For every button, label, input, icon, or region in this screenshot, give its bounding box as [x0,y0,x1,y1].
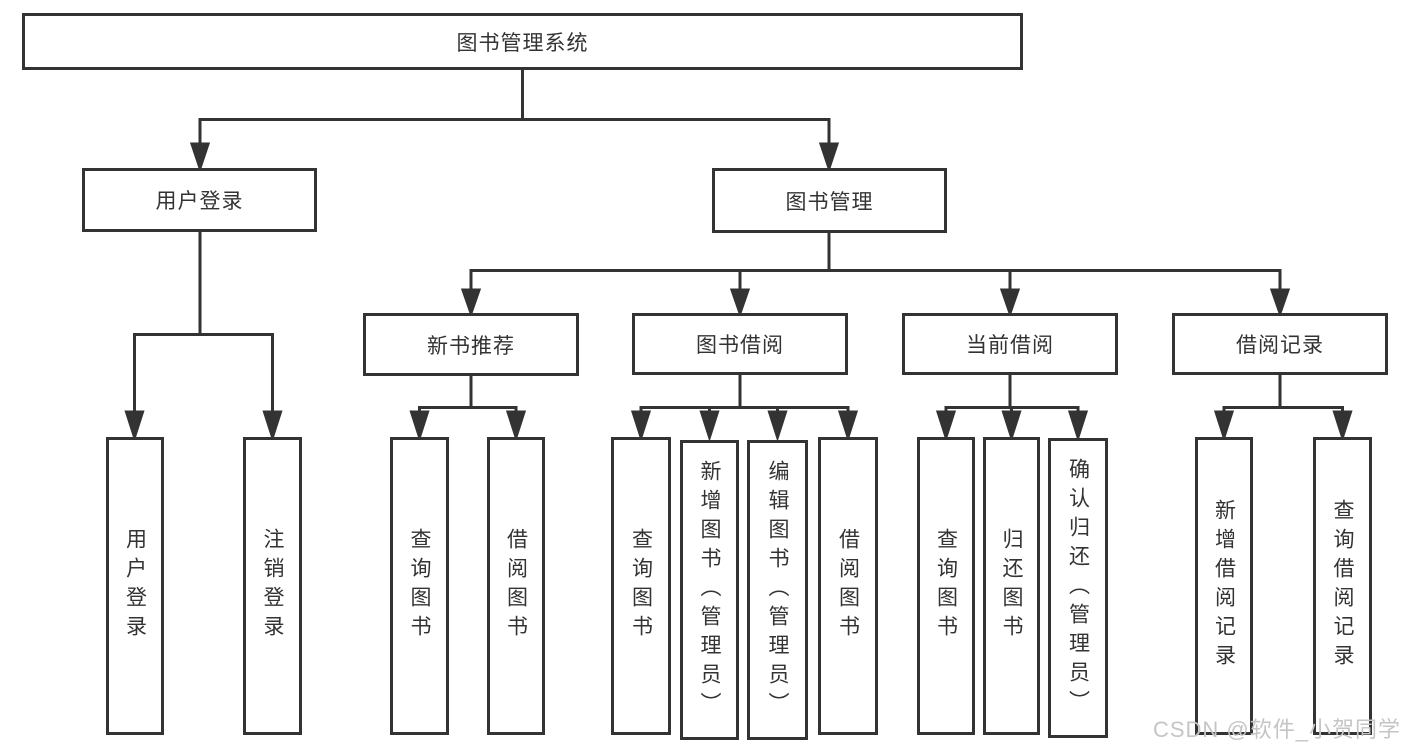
arrowhead [729,288,751,318]
arrowhead [460,288,482,318]
branch-borrowing-records [1222,375,1344,414]
branch-book-management [469,233,1282,292]
branch-book-borrowing [639,375,850,414]
arrowhead [124,410,145,442]
arrowhead [1067,410,1089,442]
node-borrow-books-recommend: 借阅图书 [487,437,545,735]
arrowhead [837,410,859,442]
node-library-management-system: 图书管理系统 [22,13,1023,70]
arrowhead [1269,288,1291,318]
node-book-management: 图书管理 [712,168,947,233]
node-book-borrowing: 图书借阅 [632,313,848,375]
arrowhead [630,410,652,442]
arrowhead [409,410,430,442]
arrowhead [767,410,788,442]
node-query-books-borrowing: 查询图书 [611,437,671,735]
node-edit-book-admin: 编辑图书（管理员） [747,440,808,740]
branch-current-borrowing [944,375,1080,414]
node-query-borrow-record: 查询借阅记录 [1313,437,1372,735]
arrowhead [818,142,840,173]
node-user-login-leaf: 用户登录 [106,437,164,735]
node-return-books: 归还图书 [983,437,1040,735]
node-add-borrow-record: 新增借阅记录 [1195,437,1253,735]
node-confirm-return-admin: 确认归还（管理员） [1048,438,1108,738]
node-query-books-current: 查询图书 [917,437,975,735]
arrowhead [999,288,1021,318]
node-borrowing-records: 借阅记录 [1172,313,1388,375]
node-add-book-admin: 新增图书（管理员） [680,440,739,740]
csdn-watermark: CSDN @软件_小贺同学 [1152,717,1401,742]
arrowhead [935,410,957,442]
arrowhead [1213,410,1235,442]
arrowhead [699,410,720,442]
arrowhead [262,410,283,442]
node-query-books-recommend: 查询图书 [390,437,449,735]
arrowhead [1001,410,1022,442]
node-logout: 注销登录 [243,437,302,735]
arrowhead [505,410,527,442]
node-user-login: 用户登录 [82,168,317,232]
arrowhead [1332,410,1353,442]
node-current-borrowing: 当前借阅 [902,313,1118,375]
branch-user-login [133,232,274,414]
branch-new-book-recommendation [418,376,518,414]
node-new-book-recommendation: 新书推荐 [363,313,579,376]
arrowhead [189,142,211,173]
branch-root-to-level2 [198,70,831,146]
node-borrow-books-borrowing: 借阅图书 [818,437,878,735]
